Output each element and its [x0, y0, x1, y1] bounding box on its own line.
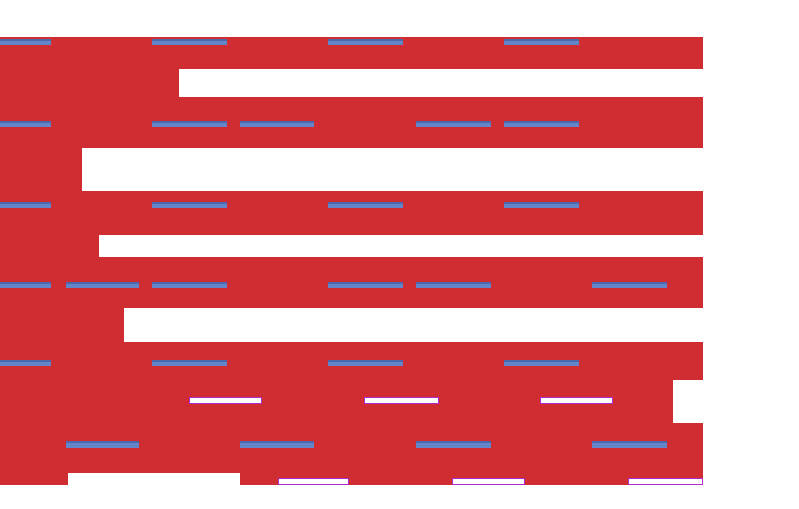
blue-underline-bar [504, 121, 579, 127]
blue-underline-bar [416, 282, 491, 288]
blue-underline-bar [152, 202, 227, 208]
blue-underline-bar [0, 202, 51, 208]
blue-underline-bar [328, 39, 403, 45]
blue-underline-bar [0, 39, 51, 45]
blue-underline-bar [328, 282, 403, 288]
blue-underline-bar [504, 360, 579, 366]
magenta-outlined-bar [278, 478, 349, 485]
white-gap [68, 473, 240, 485]
blue-underline-bar [66, 282, 139, 288]
blue-underline-bar [152, 39, 227, 45]
blue-underline-bar [152, 282, 227, 288]
white-gap [179, 69, 703, 97]
magenta-outlined-bar [452, 478, 525, 485]
blue-underline-bar [152, 121, 227, 127]
blue-underline-bar [0, 282, 51, 288]
blue-underline-bar [416, 121, 491, 127]
blue-underline-bar [416, 441, 491, 448]
blue-underline-bar [592, 441, 667, 448]
magenta-outlined-bar [364, 397, 439, 404]
blue-underline-bar [0, 121, 51, 127]
white-gap [124, 308, 703, 342]
magenta-outlined-bar [628, 478, 703, 485]
magenta-outlined-bar [189, 397, 262, 404]
blue-underline-bar [240, 441, 314, 448]
blue-underline-bar [0, 360, 51, 366]
magenta-outlined-bar [540, 397, 613, 404]
white-gap [82, 148, 703, 191]
blue-underline-bar [152, 360, 227, 366]
white-gap [99, 235, 703, 257]
blue-underline-bar [328, 360, 403, 366]
blue-underline-bar [592, 282, 667, 288]
red-block-region [0, 37, 703, 485]
blue-underline-bar [504, 39, 579, 45]
blue-underline-bar [66, 441, 139, 448]
white-gap [673, 380, 703, 423]
blue-underline-bar [504, 202, 579, 208]
blue-underline-bar [328, 202, 403, 208]
blue-underline-bar [240, 121, 314, 127]
